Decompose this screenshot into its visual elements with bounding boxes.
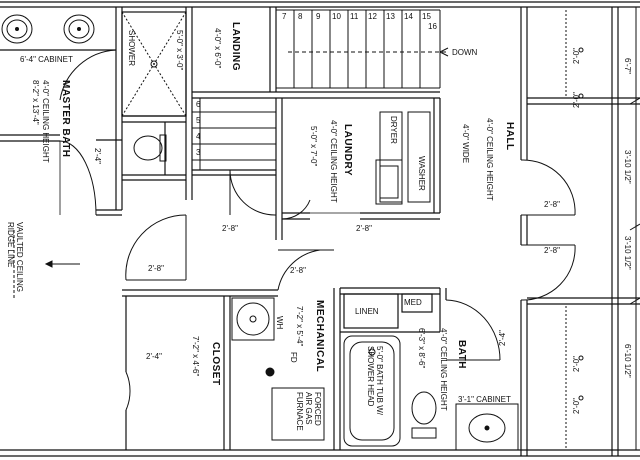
laundry-size: 5'-0" x 7'-0" — [309, 126, 318, 167]
shower-label: SHOWER — [127, 30, 136, 66]
closet-door-arc — [125, 214, 187, 281]
stair-num: 3 — [196, 148, 201, 157]
master-sinks — [1, 14, 95, 44]
washer-box — [407, 111, 431, 203]
water-heater-box — [231, 297, 275, 341]
dim-label: 2'-4" — [93, 148, 102, 164]
stair-num: 13 — [386, 12, 395, 21]
dim-label: 2'-0" — [572, 356, 581, 372]
bath-tub — [343, 335, 401, 447]
stair-num: 10 — [332, 12, 341, 21]
landing-size: 4'-0" x 6'-0" — [213, 28, 222, 69]
master-arc — [59, 49, 117, 101]
wh-label: WH — [275, 316, 284, 330]
stair-num: 6 — [196, 100, 201, 109]
stair-upper — [276, 9, 449, 89]
vaulted-label: VAULTED CEILING RIDGE LINE — [6, 222, 24, 292]
stair-num: 16 — [428, 22, 437, 31]
dim-label: 2'-8" — [222, 224, 238, 233]
bath-name: BATH — [456, 340, 467, 370]
dryer-label: DRYER — [389, 116, 398, 144]
stair-num: 12 — [368, 12, 377, 21]
dim-label: 2'-4" — [146, 352, 162, 361]
furnace-label: FORCED AIR GAS FURNACE — [295, 392, 322, 431]
dim-label: 2'-8" — [356, 224, 372, 233]
stair-num: 8 — [298, 12, 303, 21]
bath-size: 6'-3" x 8'-6" — [417, 328, 426, 369]
hall-door-2 — [520, 244, 576, 301]
stair-num: 11 — [350, 12, 359, 21]
dim-label: 2'-8" — [544, 200, 560, 209]
shower-cross — [121, 11, 187, 117]
dim-label: 2'-8" — [148, 264, 164, 273]
shower-drain — [150, 60, 158, 68]
dim-label: 2'-0" — [572, 92, 581, 108]
dim-label: 6'-7" — [623, 58, 632, 74]
stair-num: 4 — [196, 132, 201, 141]
master-door — [59, 140, 97, 216]
hall-name: HALL — [504, 122, 515, 151]
mechanical-size: 7'-2" x 5'-4" — [295, 306, 304, 347]
linen-label: LINEN — [355, 307, 379, 316]
bath-toilet — [411, 391, 437, 425]
dim-label: 6'-10 1/2" — [623, 344, 632, 378]
furnace-box — [271, 387, 325, 441]
dim-label: 2'-8" — [544, 246, 560, 255]
mechanical-name: MECHANICAL — [314, 300, 325, 373]
dim-label: 2'-0" — [572, 48, 581, 64]
stair-num: 5 — [196, 116, 201, 125]
dim-label: 2'-0" — [572, 398, 581, 414]
stair-num: 14 — [404, 12, 413, 21]
dryer-box — [379, 111, 403, 203]
master-toilet — [133, 134, 167, 162]
shower-size: 5'-0" x 3'-0" — [175, 30, 184, 71]
master-bath-name: MASTER BATH — [60, 80, 71, 158]
master-bath-size: 8'-2" x 13'-4" — [31, 80, 40, 125]
dim-label: 2'-8" — [290, 266, 306, 275]
fd-label: FD — [289, 352, 298, 363]
dim-label: 3'-10 1/2" — [623, 236, 632, 270]
bath-cabinet-label: 3'-1" CABINET — [458, 395, 511, 404]
washer-label: WASHER — [417, 156, 426, 191]
laundry-name: LAUNDRY — [342, 124, 353, 177]
med-label: MED — [404, 298, 422, 307]
cabinet-label: 6'-4" CABINET — [20, 55, 73, 64]
bath-cabinet — [455, 403, 519, 451]
bath-ceiling: 4'-0" CEILING HEIGHT — [439, 328, 448, 411]
stair-num: 9 — [316, 12, 321, 21]
hall-door-1 — [520, 159, 576, 216]
stair-lower — [192, 98, 276, 170]
dim-label: 2'-4" — [498, 330, 507, 346]
closet-name: CLOSET — [210, 342, 221, 386]
closet-size: 7'-2" x 4'-6" — [191, 336, 200, 377]
stair-num: 7 — [282, 12, 287, 21]
dim-label: 3'-10 1/2" — [623, 150, 632, 184]
landing-name: LANDING — [230, 22, 241, 72]
master-bath-ceiling: 4'-0" CEILING HEIGHT — [41, 80, 50, 163]
bath-door-arc — [445, 299, 501, 361]
water-heater — [236, 302, 270, 336]
down-label: DOWN — [452, 48, 478, 57]
hall-ceiling: 4'-0" CEILING HEIGHT — [485, 118, 494, 201]
laundry-ceiling: 4'-0" CEILING HEIGHT — [329, 120, 338, 203]
hall-size: 4'-0" WIDE — [461, 124, 470, 164]
stair-num: 15 — [422, 12, 431, 21]
tub-label: 5'-0" BATH TUB W/ SHOWER HEAD — [366, 346, 384, 415]
floor-drain — [265, 367, 275, 377]
